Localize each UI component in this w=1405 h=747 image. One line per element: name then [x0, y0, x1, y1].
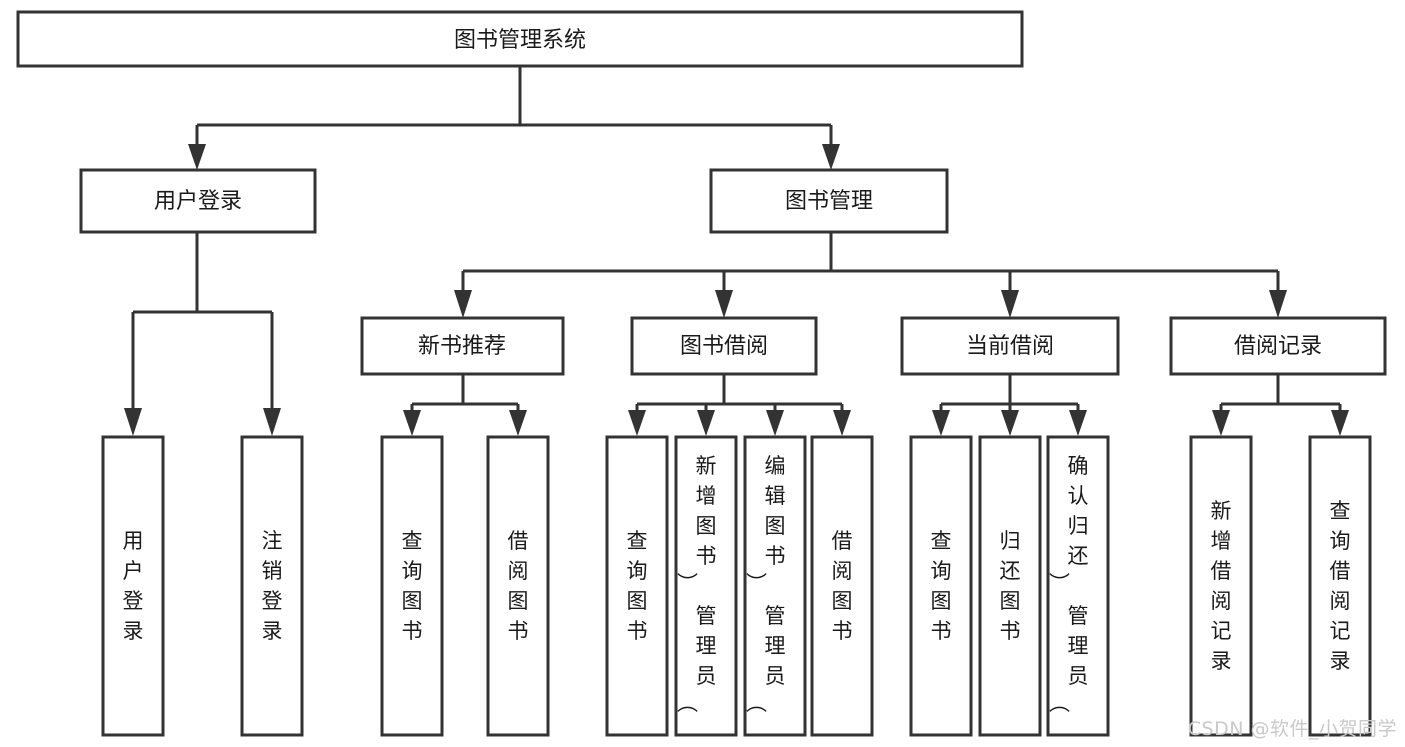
leaf-edit-book-admin[interactable]: 编辑图书（管理员）: [743, 435, 807, 737]
arrow-head-nb-leaf-2: [509, 410, 527, 436]
leaf-query-borrow-record[interactable]: 查询借阅记录: [1308, 435, 1372, 737]
arrow-head-new-book-rec: [454, 290, 472, 318]
node-book-borrow-label: 图书借阅: [680, 334, 768, 359]
leaf-user-login[interactable]: 用户登录: [101, 435, 165, 737]
leaf-logout[interactable]: 注销登录: [240, 435, 304, 737]
arrow-head-re-leaf-2: [1331, 410, 1349, 436]
leaf-logout-box[interactable]: [240, 435, 304, 737]
node-current-borrow-label: 当前借阅: [966, 334, 1054, 359]
node-root[interactable]: 图书管理系统: [16, 10, 1024, 68]
leaf-borrow-book-bo-box[interactable]: [810, 435, 874, 737]
arrow-head-bo-leaf-3: [766, 410, 784, 436]
connector-layer: [124, 66, 1349, 436]
node-borrow-record[interactable]: 借阅记录: [1169, 316, 1387, 376]
node-new-book-recommend-label: 新书推荐: [418, 334, 506, 359]
leaf-user-login-box[interactable]: [101, 435, 165, 737]
leaf-query-book-nb-box[interactable]: [380, 435, 444, 737]
leaf-borrow-book-nb-box[interactable]: [486, 435, 550, 737]
node-new-book-recommend[interactable]: 新书推荐: [360, 316, 565, 376]
node-current-borrow-box[interactable]: [900, 316, 1120, 376]
leaf-borrow-book-nb-label: 借阅图书: [508, 529, 529, 643]
leaf-query-book-bo[interactable]: 查询图书: [605, 435, 669, 737]
leaf-borrow-book-bo-label: 借阅图书: [832, 529, 853, 643]
arrow-head-leaf-logout: [263, 408, 281, 436]
arrow-head-bo-leaf-2: [697, 410, 715, 436]
arrow-head-user-login: [188, 144, 206, 170]
leaf-query-book-bo-box[interactable]: [605, 435, 669, 737]
leaf-add-borrow-record-box[interactable]: [1189, 435, 1253, 737]
node-user-login-box[interactable]: [79, 168, 317, 234]
arrow-head-bo-leaf-1: [628, 410, 646, 436]
node-current-borrow[interactable]: 当前借阅: [900, 316, 1120, 376]
leaf-logout-label: 注销登录: [262, 529, 283, 643]
leaf-query-book-cu-box[interactable]: [909, 435, 973, 737]
leaf-user-login-label: 用户登录: [123, 529, 144, 643]
leaf-add-borrow-record[interactable]: 新增借阅记录: [1189, 435, 1253, 737]
leaf-borrow-book-bo[interactable]: 借阅图书: [810, 435, 874, 737]
arrow-head-cu-leaf-1: [932, 410, 950, 436]
leaf-borrow-book-nb[interactable]: 借阅图书: [486, 435, 550, 737]
leaf-return-book-label: 归还图书: [1000, 529, 1021, 643]
leaf-add-book-admin-label: 新增图书（管理员）: [677, 454, 717, 713]
leaf-query-borrow-record-box[interactable]: [1308, 435, 1372, 737]
node-book-borrow[interactable]: 图书借阅: [630, 316, 818, 376]
leaf-add-borrow-record-label: 新增借阅记录: [1211, 499, 1232, 673]
node-book-management[interactable]: 图书管理: [709, 168, 949, 234]
node-root-label: 图书管理系统: [454, 28, 586, 53]
leaf-edit-book-admin-label: 编辑图书（管理员）: [746, 454, 786, 713]
node-root-box[interactable]: [16, 10, 1024, 68]
node-new-book-recommend-box[interactable]: [360, 316, 565, 376]
arrow-head-leaf-user-login: [124, 408, 142, 436]
leaf-query-book-cu[interactable]: 查询图书: [909, 435, 973, 737]
leaf-return-book[interactable]: 归还图书: [978, 435, 1042, 737]
leaf-edit-book-admin-box[interactable]: [743, 435, 807, 737]
leaf-return-book-box[interactable]: [978, 435, 1042, 737]
arrow-head-re-leaf-1: [1212, 410, 1230, 436]
node-book-management-label: 图书管理: [785, 189, 873, 214]
arrow-head-cu-leaf-3: [1069, 410, 1087, 436]
leaf-confirm-return-admin[interactable]: 确认归还（管理员）: [1046, 435, 1110, 737]
arrow-head-cu-leaf-2: [1001, 410, 1019, 436]
leaf-query-book-cu-label: 查询图书: [931, 529, 952, 643]
leaf-query-borrow-record-label: 查询借阅记录: [1330, 499, 1351, 673]
node-book-management-box[interactable]: [709, 168, 949, 234]
leaf-query-book-nb-label: 查询图书: [402, 529, 423, 643]
arrow-head-book-borrow: [715, 290, 733, 318]
leaf-add-book-admin[interactable]: 新增图书（管理员）: [674, 435, 738, 737]
leaf-confirm-return-admin-label: 确认归还（管理员）: [1049, 454, 1089, 713]
node-user-login-label: 用户登录: [154, 189, 242, 214]
node-user-login[interactable]: 用户登录: [79, 168, 317, 234]
leaf-add-book-admin-box[interactable]: [674, 435, 738, 737]
leaf-query-book-bo-label: 查询图书: [627, 529, 648, 643]
node-borrow-record-label: 借阅记录: [1234, 334, 1322, 359]
arrow-head-current-borrow: [1001, 290, 1019, 318]
leaf-query-book-nb[interactable]: 查询图书: [380, 435, 444, 737]
node-book-borrow-box[interactable]: [630, 316, 818, 376]
arrow-head-book-mgmt: [822, 144, 840, 170]
node-borrow-record-box[interactable]: [1169, 316, 1387, 376]
arrow-head-borrow-record: [1269, 290, 1287, 318]
arrow-head-nb-leaf-1: [403, 410, 421, 436]
arrow-head-bo-leaf-4: [833, 410, 851, 436]
leaf-confirm-return-admin-box[interactable]: [1046, 435, 1110, 737]
